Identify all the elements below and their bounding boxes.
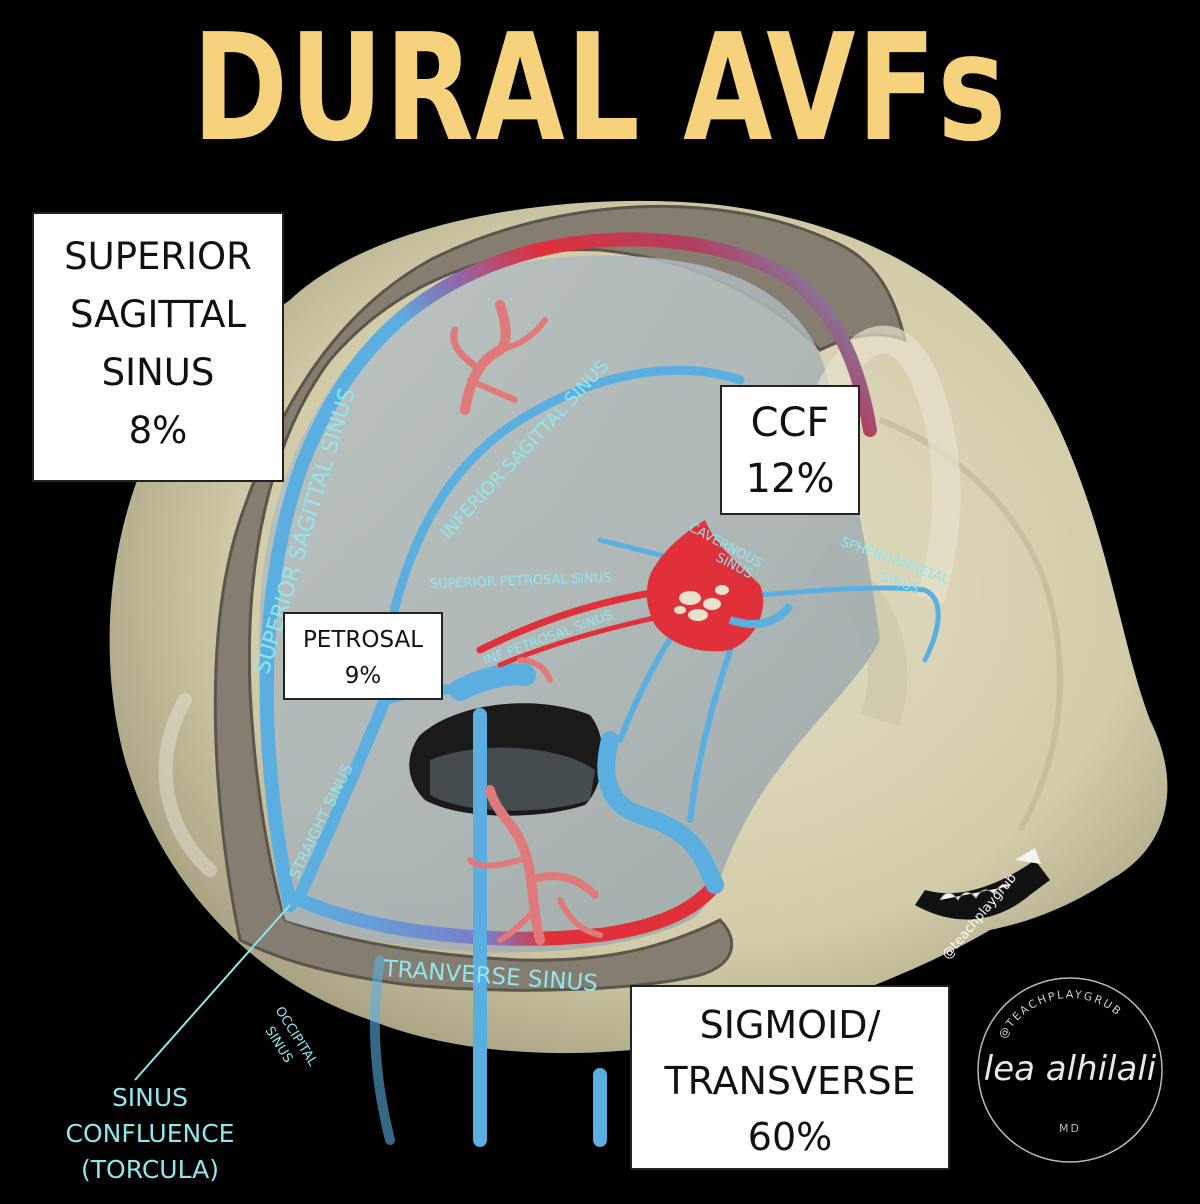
transverse-sinus-vessel bbox=[293, 878, 722, 946]
sigmoid-sinus-vessel bbox=[597, 731, 724, 894]
inferior-sagittal-sinus-vessel bbox=[375, 365, 745, 695]
signature-suffix: MD bbox=[1059, 1122, 1081, 1135]
box-sss-line-3: SINUS bbox=[101, 351, 215, 394]
sphenoparietal-sinus-vessel bbox=[757, 585, 941, 663]
straight-sinus-vessel bbox=[294, 694, 391, 901]
box-petrosal-line-1: PETROSAL bbox=[302, 627, 424, 653]
box-sss-line-4: 8% bbox=[128, 409, 188, 452]
box-sss-line-1: SUPERIOR bbox=[64, 235, 252, 278]
box-sigmoid-line-2: TRANSVERSE bbox=[664, 1059, 916, 1103]
box-sigmoid-transverse: SIGMOID/ TRANSVERSE 60% bbox=[630, 985, 950, 1170]
label-sinus-confluence: SINUS CONFLUENCE (TORCULA) bbox=[50, 1080, 250, 1188]
box-superior-sagittal-sinus: SUPERIOR SAGITTAL SINUS 8% bbox=[32, 212, 284, 482]
box-sigmoid-line-1: SIGMOID/ bbox=[699, 1003, 881, 1047]
label-superior-petrosal-sinus: SUPERIOR PETROSAL SINUS bbox=[430, 571, 612, 592]
box-petrosal-line-2: 9% bbox=[344, 663, 382, 689]
box-ccf: CCF 12% bbox=[720, 385, 860, 515]
torcula-pointer-line bbox=[134, 904, 291, 1081]
box-sigmoid-line-3: 60% bbox=[747, 1115, 833, 1159]
cavernous-sinus-shape bbox=[646, 520, 794, 652]
box-ccf-line-1: CCF bbox=[750, 400, 830, 446]
arterial-feeders bbox=[450, 300, 603, 945]
superior-sagittal-sinus-vessel bbox=[259, 232, 877, 912]
box-petrosal: PETROSAL 9% bbox=[283, 612, 443, 700]
label-sinus-confluence-line-2: CONFLUENCE bbox=[65, 1119, 235, 1148]
signature-seal: @TEACHPLAYGRUB lea alhilali MD bbox=[977, 977, 1163, 1163]
superior-petrosal-sinus-vessel bbox=[476, 586, 674, 654]
label-sinus-confluence-line-1: SINUS bbox=[111, 1083, 189, 1112]
teeth-shape bbox=[915, 848, 1050, 920]
label-sinus-confluence-line-3: (TORCULA) bbox=[81, 1155, 219, 1184]
signature-name: lea alhilali bbox=[984, 1049, 1157, 1089]
box-sss-line-2: SAGITTAL bbox=[69, 293, 247, 336]
page-title: DURAL AVFs bbox=[192, 2, 1008, 174]
box-ccf-line-2: 12% bbox=[745, 456, 835, 502]
